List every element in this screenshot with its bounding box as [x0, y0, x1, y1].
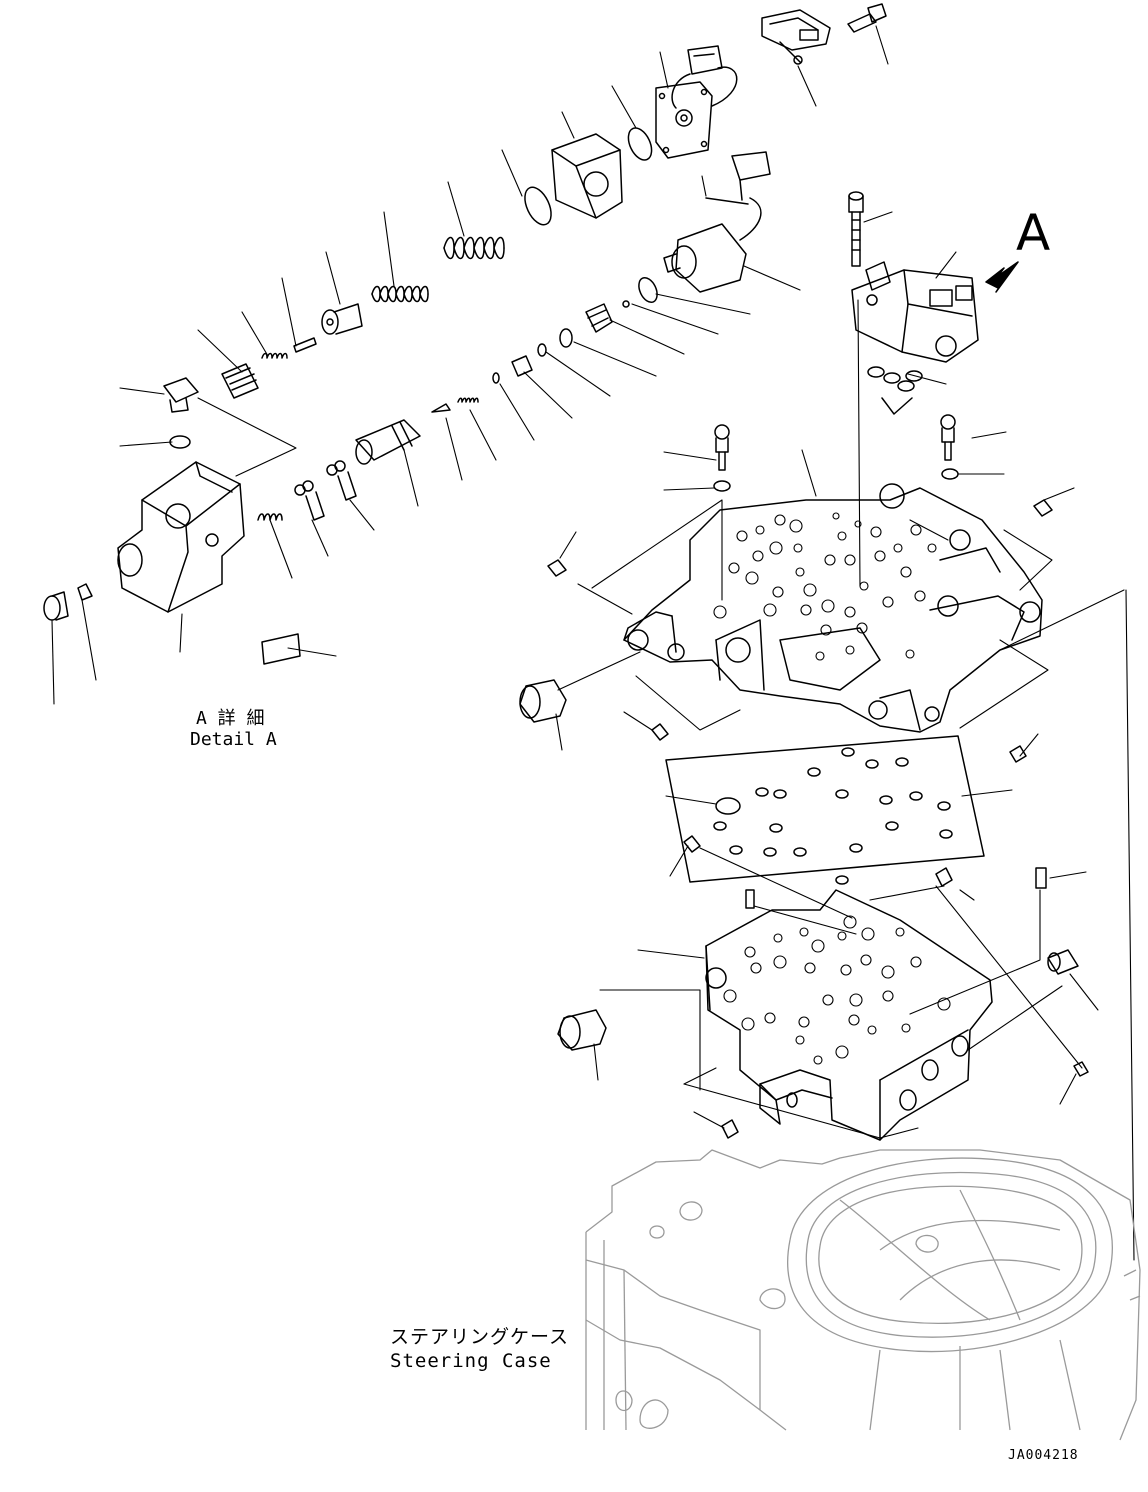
- ball: [622, 300, 630, 308]
- leader-lines-solenoid: [863, 211, 957, 385]
- spring-large: [443, 236, 505, 260]
- leader-lines-lower: [593, 845, 1099, 1139]
- view-arrow: [985, 261, 1019, 293]
- leader-lines-detail: [51, 25, 889, 705]
- case-label-en: Steering Case: [390, 1350, 552, 1372]
- o-ring-set: [867, 366, 923, 415]
- o-ring-3: [638, 276, 658, 304]
- spacer-block: [551, 133, 623, 219]
- adjuster-screw: [221, 363, 259, 399]
- spring-small: [261, 352, 288, 359]
- steering-case-outline: [585, 1149, 1141, 1441]
- damper-cup-lower: [557, 1009, 607, 1051]
- separator-plate: [665, 735, 985, 885]
- drawing-number: JA004218: [1008, 1448, 1079, 1463]
- spring-medium: [371, 285, 429, 303]
- upper-body-ports: [713, 512, 937, 661]
- o-ring-2: [524, 186, 552, 226]
- leader-lines-plate: [665, 789, 1013, 805]
- spool: [355, 419, 421, 465]
- detail-label-jp: A 詳 細: [196, 708, 265, 729]
- o-ring-1: [627, 127, 653, 161]
- view-marker-a: A: [1016, 204, 1051, 262]
- case-label-jp: ステアリングケース: [390, 1326, 570, 1348]
- plug-small: [511, 355, 533, 377]
- label-plate: [261, 633, 301, 665]
- plug-set-upper: [547, 499, 1053, 763]
- upper-body-bolts: [713, 414, 959, 492]
- spring-lower: [257, 513, 283, 521]
- screw-end: [77, 583, 93, 601]
- shims-set: [294, 460, 357, 521]
- damper-cup-right: [1047, 949, 1079, 975]
- lower-valve-body: [705, 889, 993, 1141]
- o-ring-5: [537, 343, 547, 357]
- detail-label-en: Detail A: [190, 729, 277, 750]
- plug-set-lower: [683, 835, 1089, 1139]
- damper-cup-upper: [519, 679, 567, 723]
- o-ring-4: [559, 328, 573, 348]
- piston-retainer: [321, 303, 363, 335]
- washer-a: [169, 435, 191, 449]
- leader-lines-upper: [555, 299, 1135, 1261]
- mounting-bolt-a: [848, 191, 864, 267]
- upper-valve-body: [623, 483, 1043, 733]
- pilot-valve-body: [117, 461, 245, 613]
- connector-bracket: [761, 9, 831, 65]
- spring-tiny: [457, 397, 479, 403]
- lower-body-ports: [723, 915, 951, 1065]
- solenoid-valve-unit: [851, 261, 979, 363]
- needle: [431, 403, 451, 413]
- proportional-solenoid: [663, 151, 771, 293]
- bolt-top: [847, 3, 887, 33]
- plug-bolt: [163, 377, 199, 413]
- ball-2: [492, 372, 500, 384]
- pin-small: [293, 337, 317, 353]
- cover-plate: [655, 45, 738, 159]
- end-plug: [43, 591, 69, 621]
- dowel-pins: [745, 867, 1047, 909]
- fitting-valve: [585, 303, 613, 333]
